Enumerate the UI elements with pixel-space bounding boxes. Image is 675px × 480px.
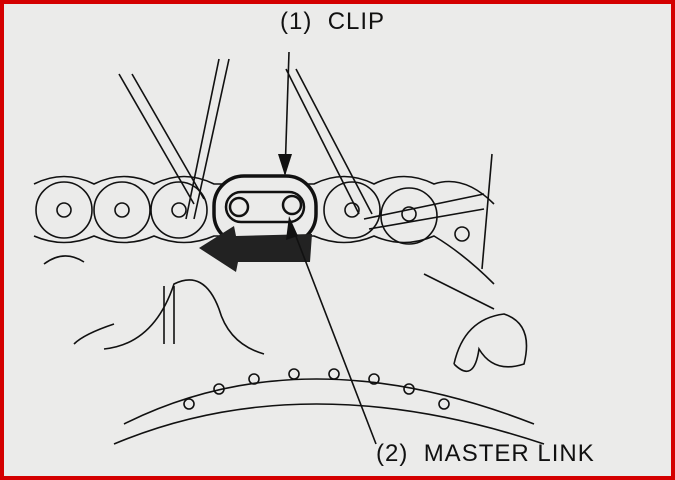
clip-label-number: (1) — [280, 8, 313, 35]
clip-label-text: CLIP — [327, 8, 386, 35]
chain — [33, 175, 495, 310]
master-link-label: (2) MASTER LINK — [376, 440, 595, 468]
master-link-label-text: MASTER LINK — [423, 440, 595, 467]
chain-diagram — [33, 51, 545, 445]
leader-lines — [278, 51, 377, 445]
frame-struts — [118, 58, 493, 270]
direction-arrow — [199, 226, 312, 272]
sprocket — [73, 279, 545, 445]
clip-label: (1) CLIP — [280, 8, 385, 36]
master-link-label-number: (2) — [376, 440, 409, 467]
